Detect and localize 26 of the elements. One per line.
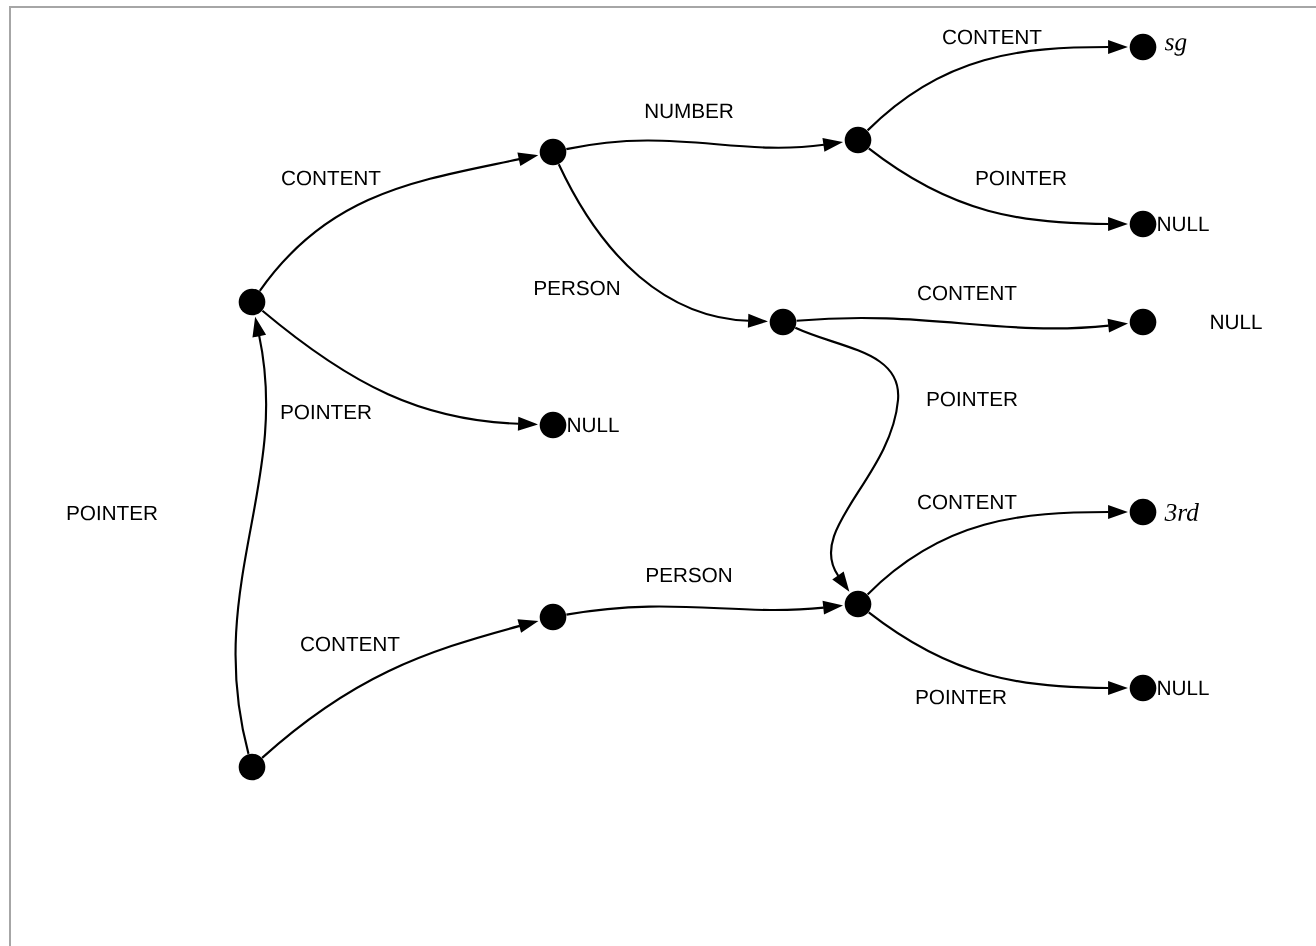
value-label: NULL [1158, 680, 1209, 696]
dot [539, 138, 567, 166]
edge-label: NUMBER [642, 102, 736, 120]
edge-label: CONTENT [279, 169, 383, 187]
value-label: sg [1164, 38, 1187, 56]
edge-label: POINTER [64, 504, 160, 522]
edge-label: CONTENT [298, 635, 402, 653]
edge-label: POINTER [278, 403, 374, 421]
value-label: NULL [568, 417, 619, 433]
edge-label: POINTER [924, 390, 1020, 408]
edge-label: CONTENT [915, 284, 1019, 302]
dot [769, 308, 797, 336]
edge-label: PERSON [532, 279, 622, 297]
edge-label: CONTENT [940, 28, 1044, 46]
dot [844, 590, 872, 618]
value-label: 3rd [1164, 503, 1199, 521]
edge-label: POINTER [913, 688, 1009, 706]
edge-label: PERSON [644, 566, 734, 584]
value-label: NULL [1211, 314, 1262, 330]
edge-label: POINTER [973, 169, 1069, 187]
edge-label: CONTENT [915, 493, 1019, 511]
dot [238, 288, 266, 316]
dot [539, 603, 567, 631]
dot [844, 126, 872, 154]
value-label: NULL [1158, 216, 1209, 232]
dot [238, 753, 266, 781]
